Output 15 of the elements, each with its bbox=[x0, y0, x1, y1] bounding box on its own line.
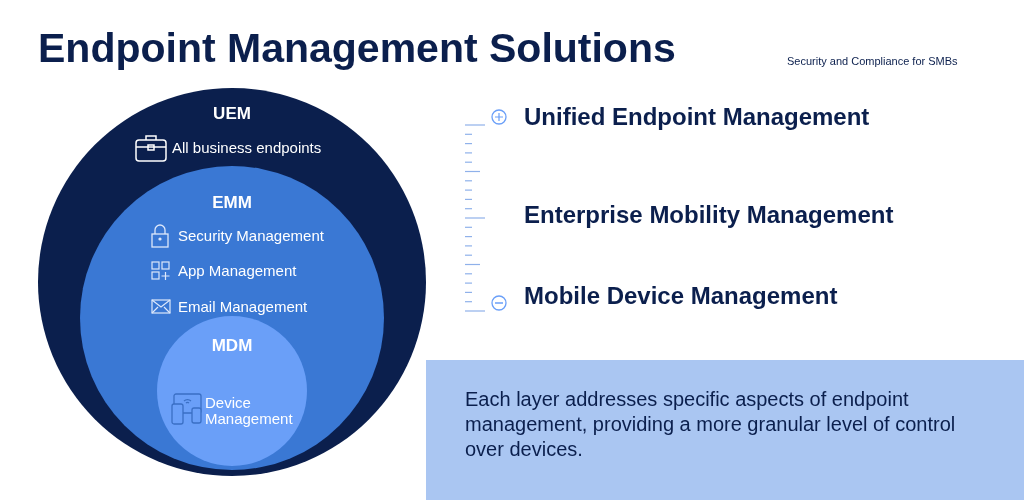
circle-heading: EMM bbox=[212, 195, 252, 211]
title: Endpoint Management Solutions bbox=[38, 24, 676, 72]
item-label: Security Management bbox=[178, 228, 324, 244]
item-label: Device Management bbox=[205, 395, 294, 427]
item-label: Email Management bbox=[178, 299, 308, 315]
layer-label: Enterprise Mobility Management bbox=[524, 201, 894, 229]
tagline: Security and Compliance for SMBs bbox=[787, 55, 958, 68]
circle-heading: UEM bbox=[213, 106, 251, 122]
item-label: All business endpoints bbox=[172, 140, 322, 156]
description-text: Each layer addresses specific aspects of endpoint management, providing a more granular level of control over devices. bbox=[465, 387, 957, 462]
callout-panel bbox=[426, 360, 1024, 500]
item-label: App Management bbox=[178, 263, 297, 279]
circle-heading: MDM bbox=[211, 338, 253, 354]
layer-label: Unified Endpoint Management bbox=[524, 103, 870, 131]
layer-label: Mobile Device Management bbox=[524, 282, 838, 310]
